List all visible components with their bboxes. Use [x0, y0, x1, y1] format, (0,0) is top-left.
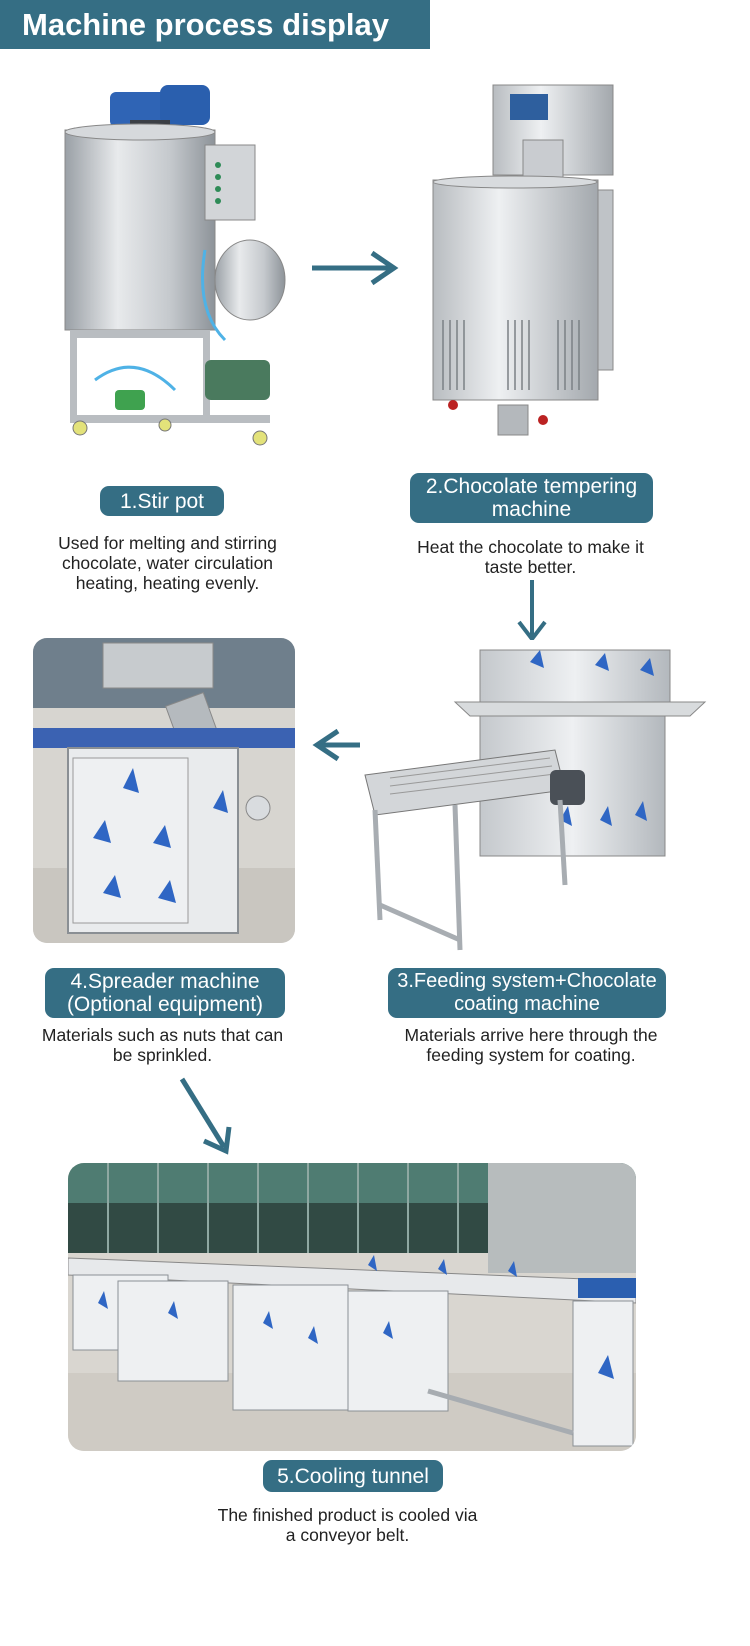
- step-3-title-line2: coating machine: [454, 993, 600, 1015]
- step-3-label: 3.Feeding system+Chocolate coating machi…: [388, 968, 666, 1018]
- stir-pot-image: [55, 80, 295, 455]
- step-1-label: 1.Stir pot: [100, 486, 224, 516]
- spreader-machine-image: [33, 638, 295, 943]
- step-5-label: 5.Cooling tunnel: [263, 1460, 443, 1492]
- arrow-down-right-icon: [179, 1077, 232, 1155]
- step-3-description: Materials arrive here through the feedin…: [404, 1025, 658, 1065]
- step-2-label: 2.Chocolate tempering machine: [410, 473, 653, 523]
- arrow-down-icon: [517, 580, 547, 643]
- step-1-title: 1.Stir pot: [119, 489, 205, 513]
- step-2-title-line1: 2.Chocolate tempering: [425, 475, 638, 498]
- spreader-machine-illustration: [33, 638, 295, 943]
- step-2-description: Heat the chocolate to make it taste bett…: [417, 537, 644, 577]
- step-4-title-line1: 4.Spreader machine: [70, 970, 260, 993]
- arrow-right-icon: [312, 250, 399, 286]
- tempering-machine-illustration: [432, 84, 614, 436]
- coating-machine-image: [360, 640, 710, 960]
- cooling-tunnel-illustration: [68, 1163, 636, 1451]
- step-5-title: 5.Cooling tunnel: [277, 1464, 429, 1488]
- step-3-title-line1: 3.Feeding system+Chocolate: [397, 970, 657, 992]
- tempering-machine-image: [428, 80, 623, 450]
- step-2-title-line2: machine: [491, 498, 572, 521]
- stir-pot-illustration: [64, 85, 286, 446]
- cooling-tunnel-image: [68, 1163, 636, 1451]
- step-4-description: Materials such as nuts that can be sprin…: [41, 1025, 284, 1065]
- step-5-description: The finished product is cooled via a con…: [217, 1505, 478, 1545]
- page-title: Machine process display: [0, 0, 430, 49]
- step-4-title-line2: (Optional equipment): [66, 993, 264, 1016]
- step-1-description: Used for melting and stirring chocolate,…: [58, 533, 277, 593]
- coating-machine-illustration: [364, 649, 707, 951]
- step-4-label: 4.Spreader machine (Optional equipment): [45, 968, 285, 1018]
